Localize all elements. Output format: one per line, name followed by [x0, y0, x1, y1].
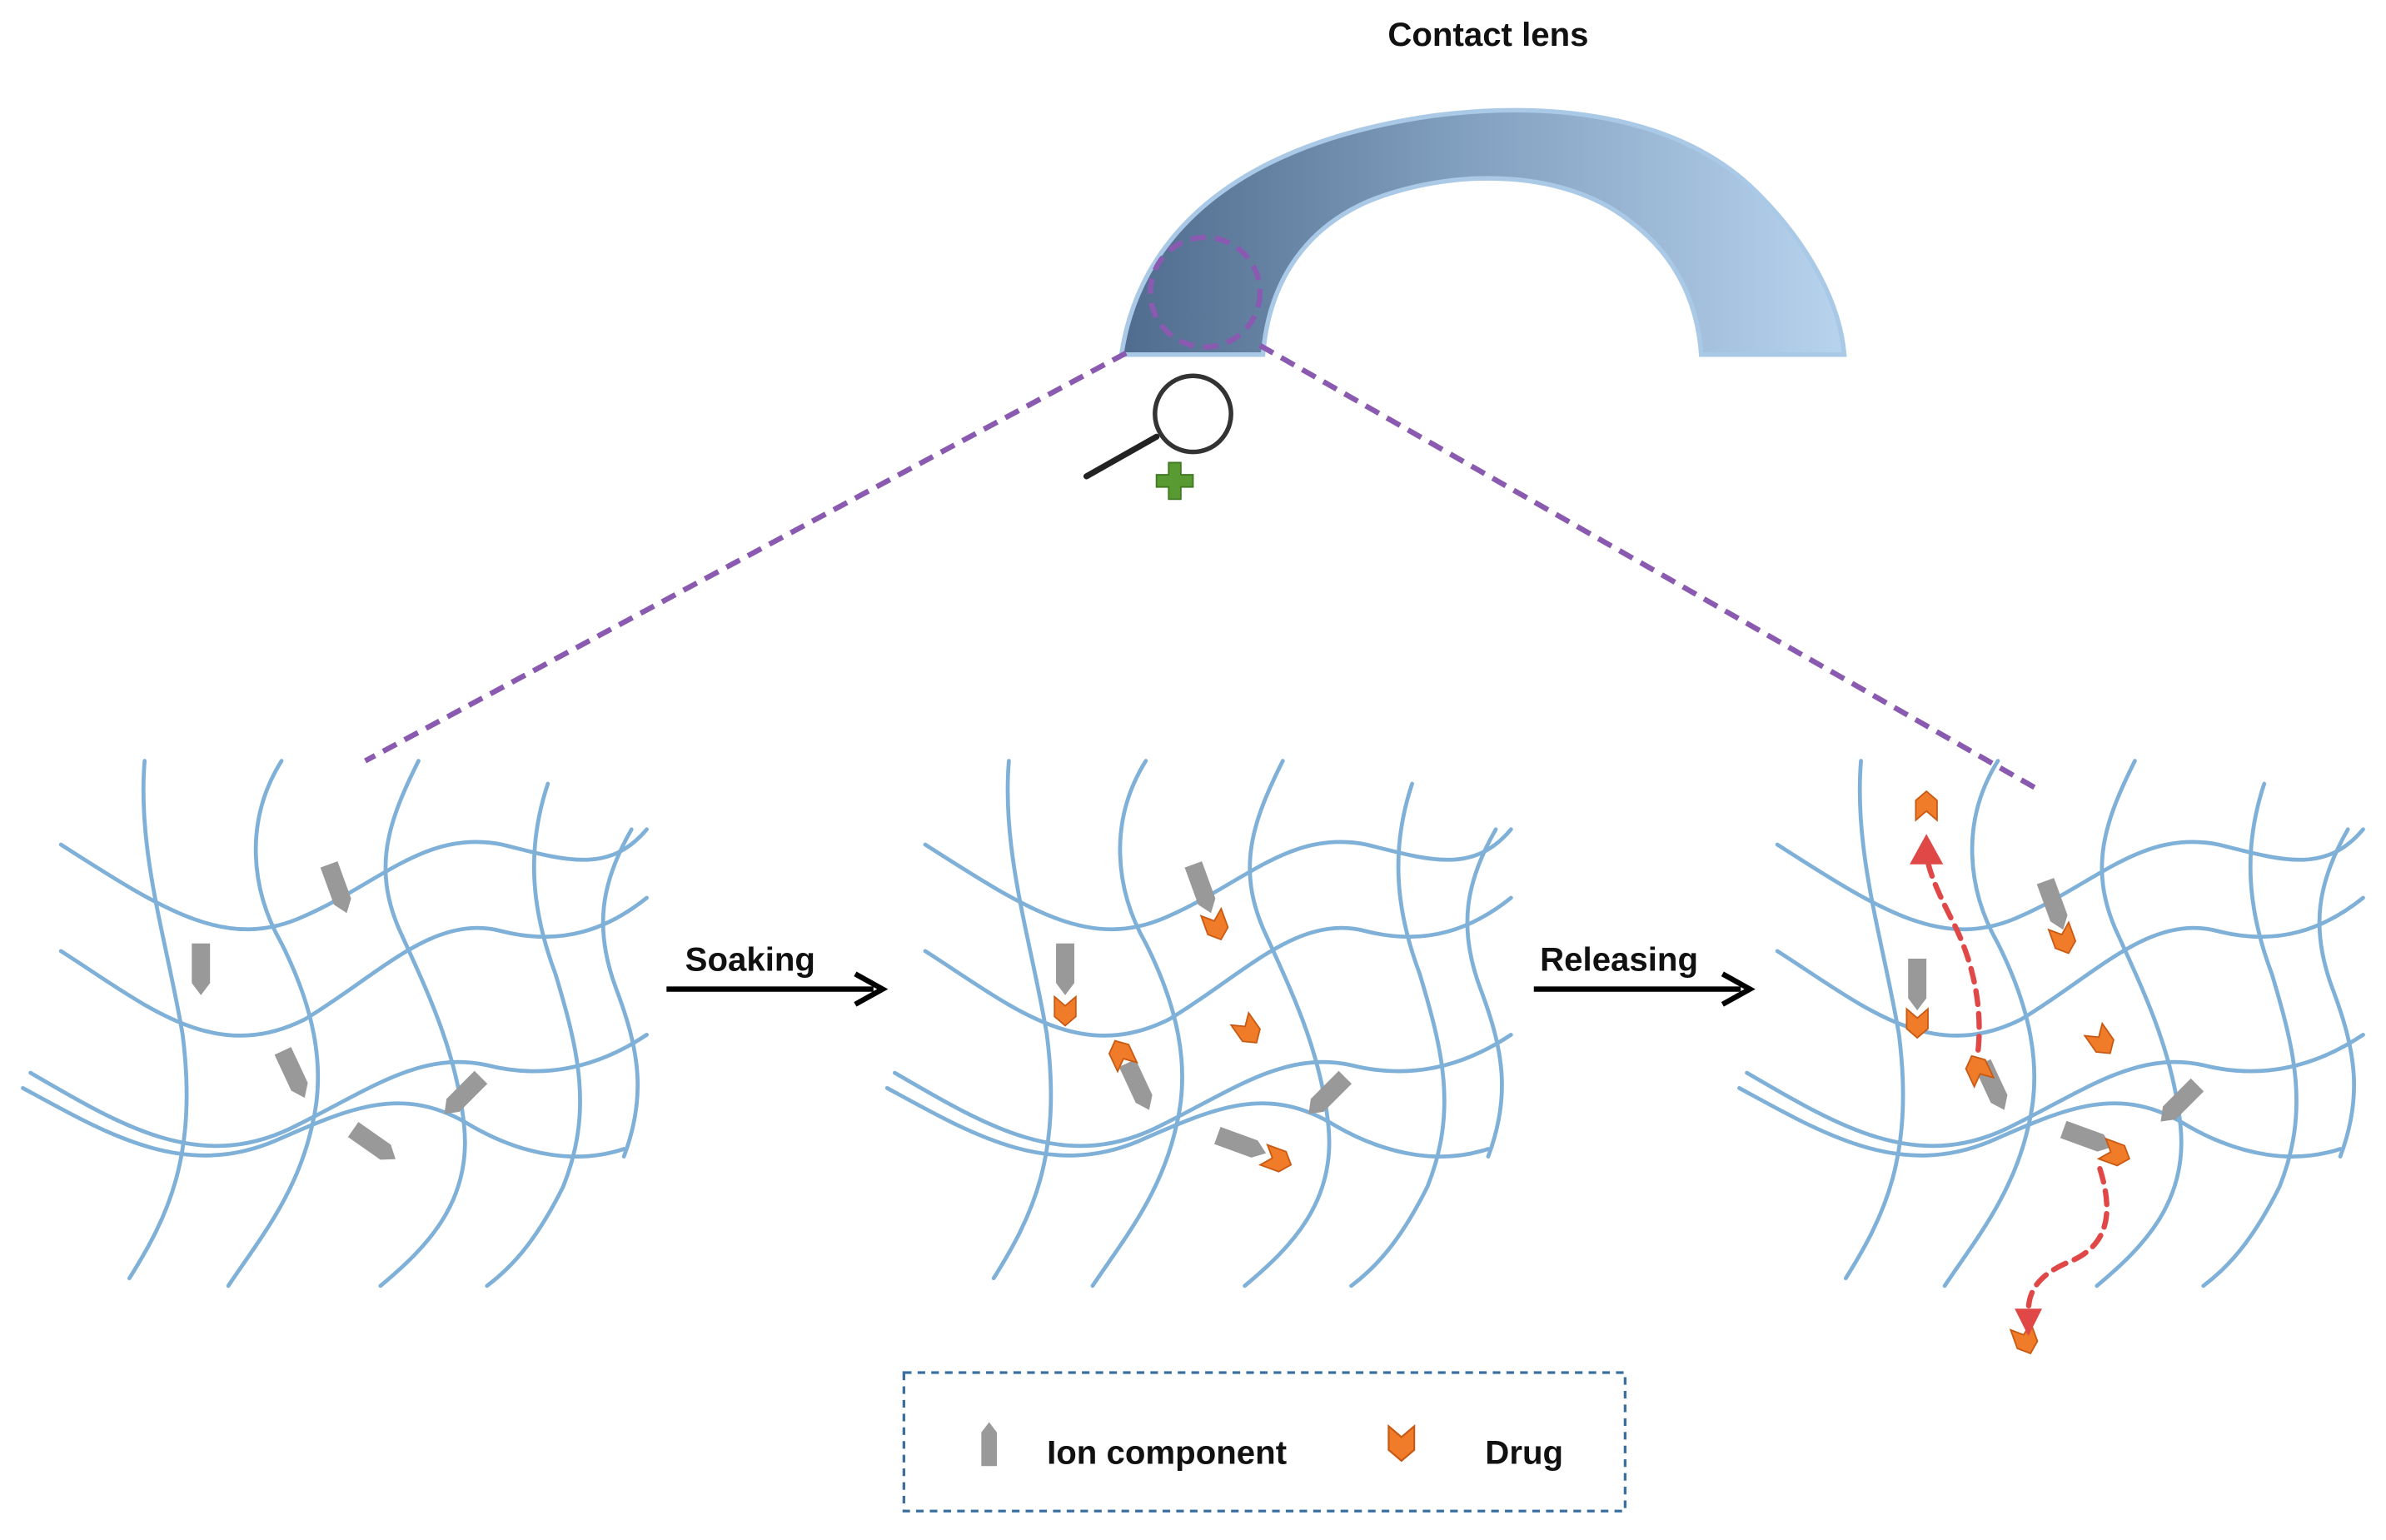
ion-component	[1214, 1127, 1269, 1162]
release-arrowheads	[1910, 834, 2043, 1337]
releasing-label: Releasing	[1540, 941, 1698, 979]
network-releasing	[1739, 761, 2363, 1358]
releasing-step: Releasing	[1533, 941, 1756, 1007]
contact-lens-label: Contact lens	[1387, 16, 1588, 53]
network-before-soaking	[22, 761, 646, 1286]
ion-components	[1056, 861, 1352, 1162]
ion-component	[192, 943, 211, 995]
legend: Ion component Drug	[902, 1371, 1627, 1513]
drugs	[1905, 790, 2134, 1358]
released-drug	[1915, 790, 1938, 821]
ion-component	[1908, 959, 1927, 1011]
contact-lens: Contact lens	[1118, 16, 1847, 357]
ion-components	[192, 861, 488, 1167]
ion-component	[274, 1047, 313, 1102]
network-after-soaking	[887, 761, 1511, 1286]
arrow-right-icon	[1533, 971, 1756, 1007]
drug	[2084, 1023, 2120, 1060]
drug	[1259, 1144, 1296, 1176]
magnifier-zoom-icon	[1083, 373, 1233, 501]
ion-component	[1118, 1059, 1158, 1114]
ion-component	[347, 1122, 401, 1167]
ion-component	[2060, 1120, 2115, 1156]
soaking-step: Soaking	[666, 941, 889, 1007]
arrow-right-icon	[666, 971, 889, 1007]
ion-component-legend-label: Ion component	[1047, 1434, 1287, 1472]
drug	[1054, 995, 1077, 1027]
zoom-indicator	[364, 234, 2038, 791]
soaking-label: Soaking	[685, 941, 815, 979]
drug	[1200, 908, 1233, 944]
drug-legend-label: Drug	[1485, 1434, 1563, 1472]
drug	[1230, 1012, 1267, 1050]
release-paths	[1923, 846, 2110, 1315]
ion-component	[1056, 943, 1074, 995]
